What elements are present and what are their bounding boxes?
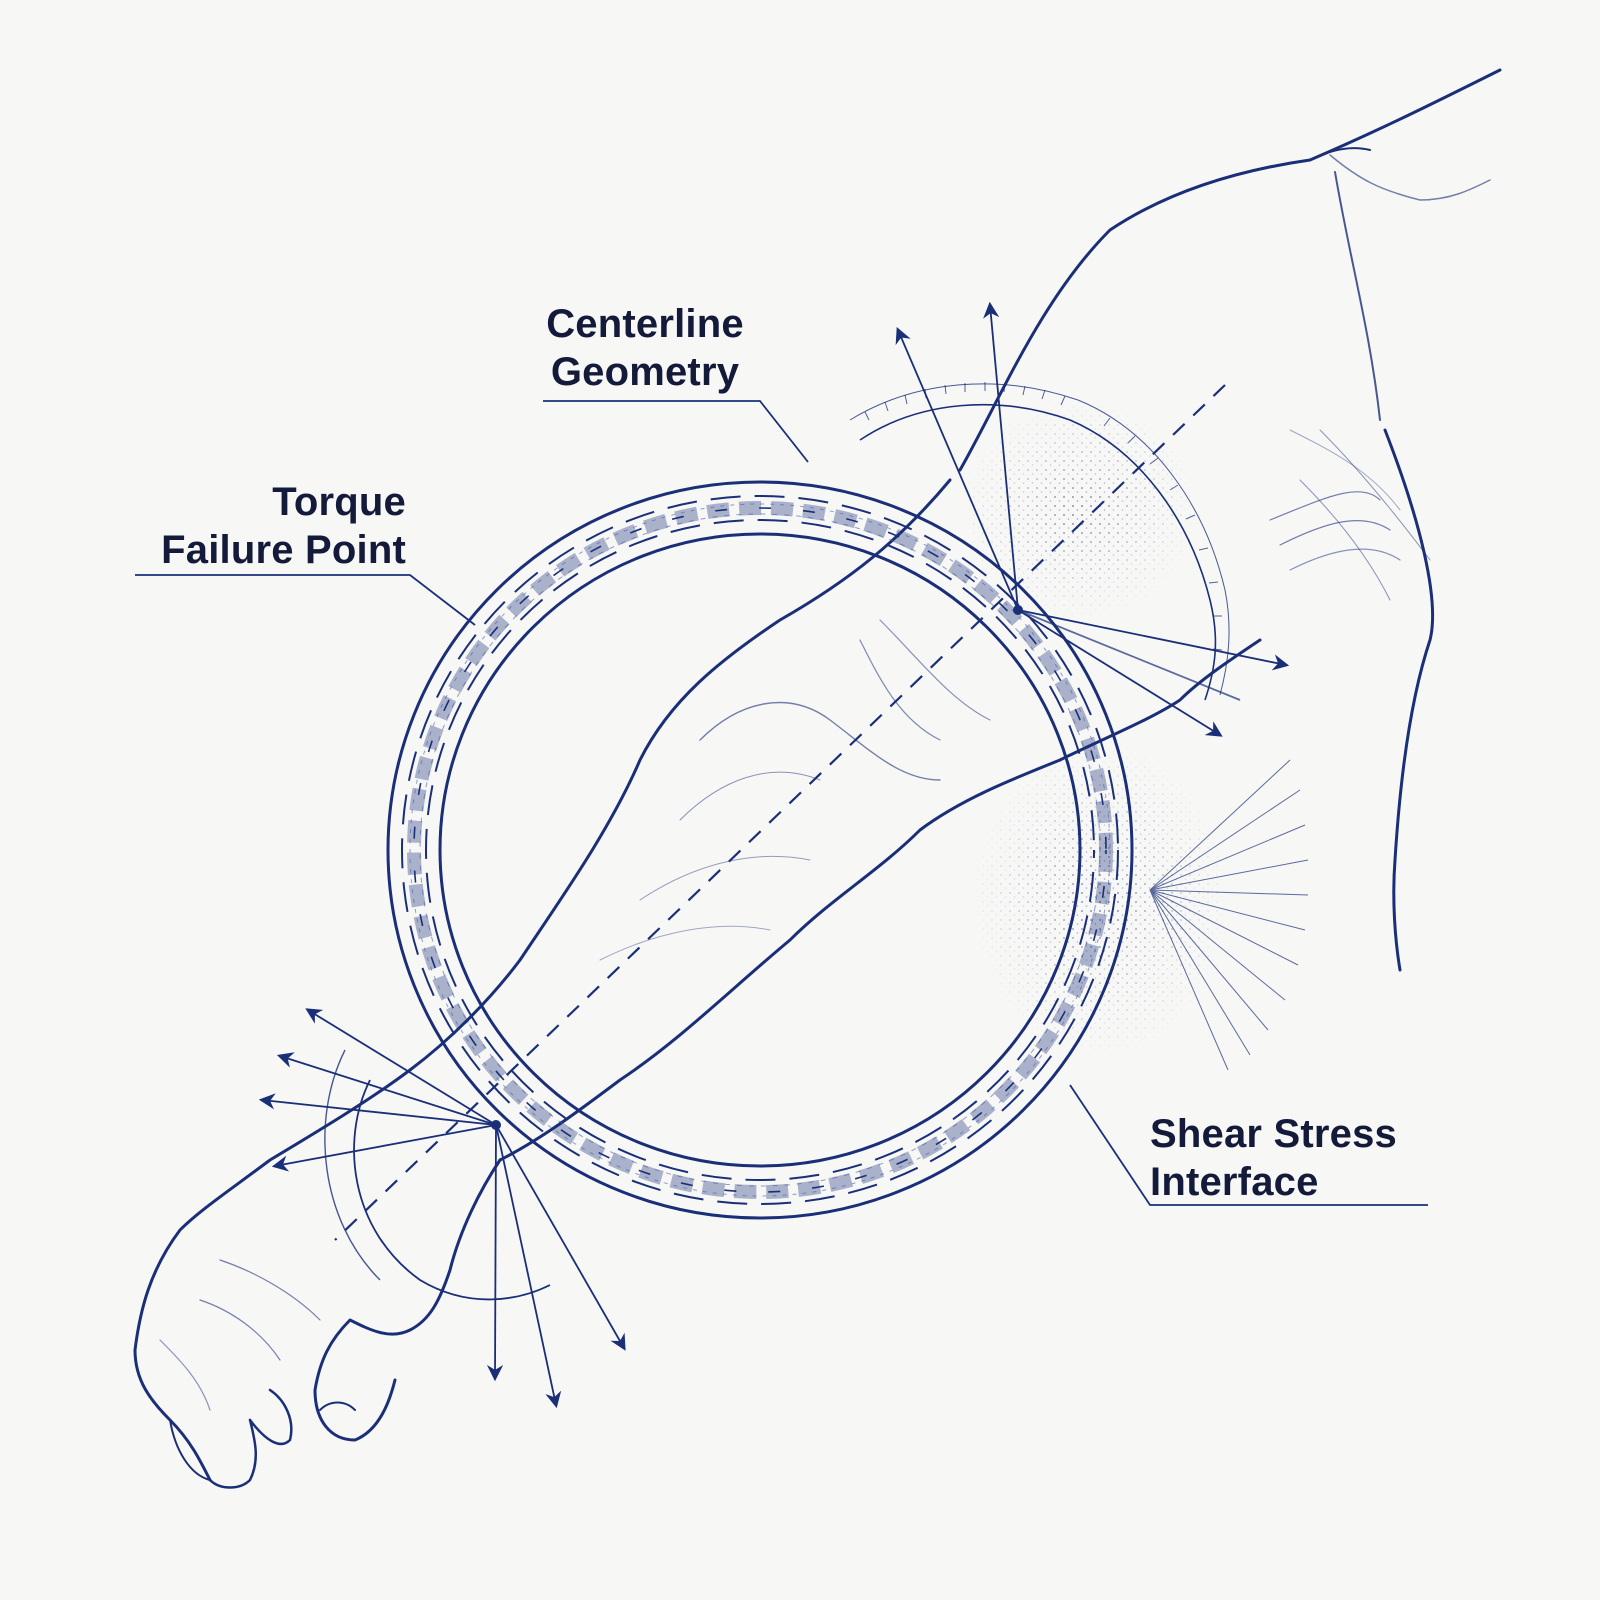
label-centerline-line1: Centerline	[546, 302, 744, 346]
label-shear-stress-interface: Shear Stress Interface	[1150, 1110, 1450, 1206]
leader-shear	[1069, 1084, 1428, 1206]
protractor-arc	[849, 382, 1230, 701]
hand	[133, 1068, 502, 1489]
leader-centerline	[543, 400, 809, 463]
label-shear-line1: Shear Stress	[1150, 1112, 1397, 1156]
force-vectors-lower	[258, 1008, 626, 1409]
stipple-shading-interface	[960, 730, 1250, 1070]
braided-ring	[386, 480, 1134, 1220]
leader-lines	[135, 400, 1428, 1206]
ring-fiber-detail	[409, 503, 1111, 1197]
centerline-axis	[334, 384, 1226, 1241]
label-torque-line2: Failure Point	[161, 528, 406, 572]
label-torque-failure-point: Torque Failure Point	[110, 478, 406, 574]
label-centerline-geometry: Centerline Geometry	[530, 300, 760, 396]
label-shear-line2: Interface	[1150, 1160, 1319, 1204]
force-vectors-upper	[895, 301, 1290, 737]
label-torque-line1: Torque	[272, 480, 406, 524]
ring-outer-edge	[386, 480, 1134, 1220]
radiating-hatch	[1149, 759, 1309, 1071]
ring-strand-middle	[413, 507, 1107, 1193]
ring-strand-outer	[401, 495, 1119, 1205]
ring-strand-inner	[425, 519, 1095, 1181]
label-centerline-line2: Geometry	[550, 350, 740, 394]
leader-torque	[135, 574, 476, 626]
ring-inner-edge	[438, 532, 1082, 1168]
ring-fiber-detail-2	[419, 513, 1101, 1187]
